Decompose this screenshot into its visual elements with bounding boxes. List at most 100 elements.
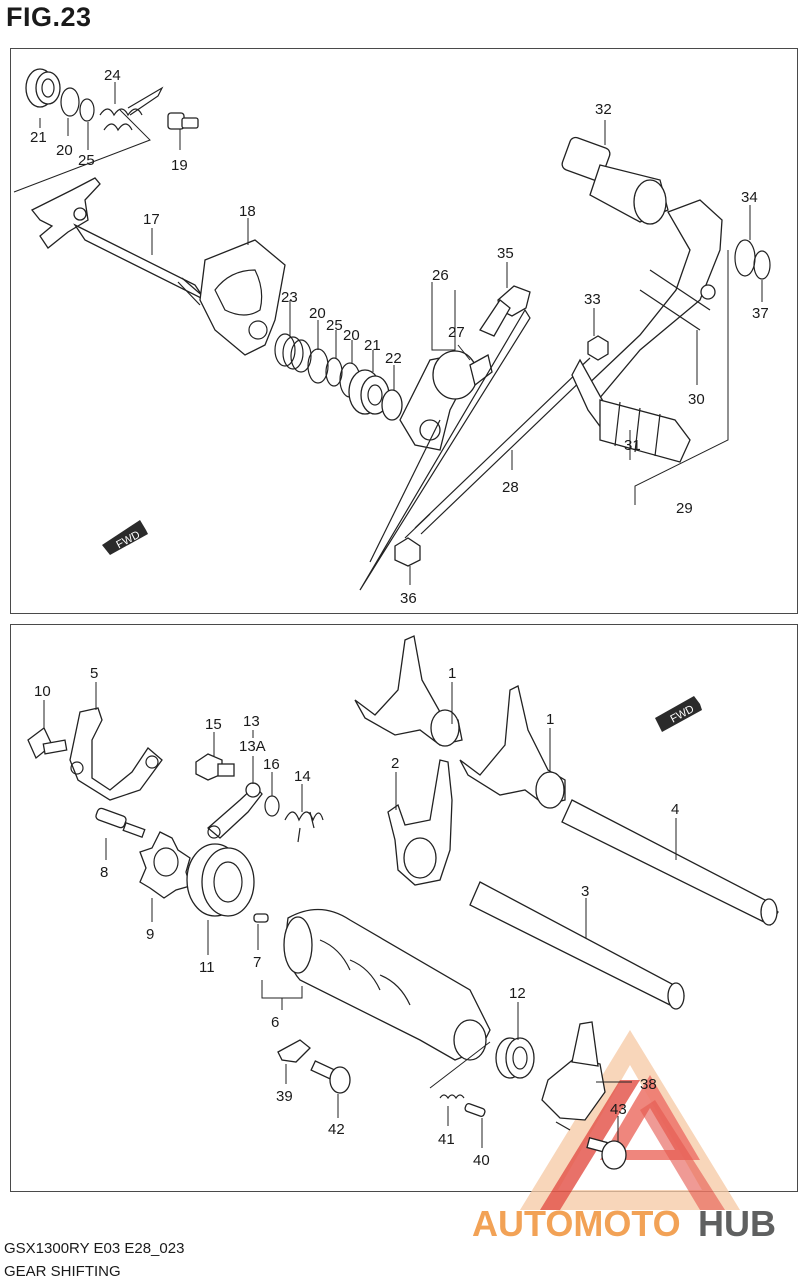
label-6: 6 bbox=[271, 1014, 279, 1031]
part-19-pin bbox=[167, 112, 199, 130]
part-15-bolt bbox=[195, 753, 235, 781]
label-40: 40 bbox=[473, 1152, 490, 1169]
part-1-shift-fork-b bbox=[459, 685, 566, 809]
part-26-shift-arm bbox=[399, 350, 493, 451]
part-38-gear-position-switch bbox=[541, 1021, 606, 1131]
part-12-bearing bbox=[495, 1037, 535, 1079]
watermark-text-part1: AUTOMOTO bbox=[472, 1203, 681, 1244]
label-23: 23 bbox=[281, 289, 298, 306]
part-35-bolt bbox=[479, 285, 531, 337]
label-35: 35 bbox=[497, 245, 514, 262]
part-14-spring bbox=[284, 811, 324, 843]
part-4-fork-shaft bbox=[561, 799, 779, 926]
part-39-clip bbox=[277, 1039, 311, 1063]
fwd-badge-label: FWD bbox=[114, 529, 142, 551]
part-6-shift-drum bbox=[283, 908, 491, 1061]
label-13A: 13A bbox=[239, 738, 266, 755]
part-25-washer bbox=[79, 98, 95, 122]
label-42: 42 bbox=[328, 1121, 345, 1138]
label-10: 10 bbox=[34, 683, 51, 700]
label-7: 7 bbox=[253, 954, 261, 971]
part-41-spring bbox=[439, 1094, 465, 1100]
label-21b: 21 bbox=[364, 337, 381, 354]
label-13: 13 bbox=[243, 713, 260, 730]
label-12: 12 bbox=[509, 985, 526, 1002]
part-20b-circlip bbox=[307, 348, 329, 384]
label-32: 32 bbox=[595, 101, 612, 118]
part-25b-washer bbox=[325, 357, 343, 387]
fwd-arrow-icon: FWD bbox=[102, 520, 148, 555]
label-21: 21 bbox=[30, 129, 47, 146]
part-20-circlip bbox=[60, 87, 80, 117]
part-32-bushing bbox=[561, 136, 669, 225]
lower-part-labels: 10 5 15 13 13A 16 14 1 1 2 4 8 9 11 7 6 … bbox=[34, 665, 679, 1169]
fwd-arrow-icon-lower: FWD bbox=[655, 696, 702, 732]
label-36: 36 bbox=[400, 590, 417, 607]
part-23-spring bbox=[274, 333, 312, 373]
label-3: 3 bbox=[581, 883, 589, 900]
model-code: GSX1300RY E03 E28_023 bbox=[4, 1240, 185, 1257]
label-31: 31 bbox=[624, 437, 641, 454]
label-15: 15 bbox=[205, 716, 222, 733]
part-42-screw bbox=[310, 1060, 351, 1094]
label-34: 34 bbox=[741, 189, 758, 206]
label-20b: 20 bbox=[309, 305, 326, 322]
part-43-screw bbox=[586, 1137, 627, 1170]
label-29: 29 bbox=[676, 500, 693, 517]
part-21-bearing bbox=[25, 68, 61, 108]
part-37-e-clip bbox=[753, 250, 771, 280]
label-28: 28 bbox=[502, 479, 519, 496]
fwd-badge-label-lower: FWD bbox=[668, 703, 696, 725]
part-11-bearing bbox=[186, 843, 255, 917]
part-2-shift-fork bbox=[387, 759, 453, 886]
label-39: 39 bbox=[276, 1088, 293, 1105]
label-22: 22 bbox=[385, 350, 402, 367]
label-25b: 25 bbox=[326, 317, 343, 334]
part-10-screw bbox=[27, 727, 68, 760]
part-31-footpeg-rubber bbox=[599, 399, 691, 463]
label-14: 14 bbox=[294, 768, 311, 785]
label-4: 4 bbox=[671, 801, 679, 818]
part-17-shift-shaft bbox=[30, 177, 207, 306]
part-18-plate bbox=[199, 239, 286, 356]
part-13-stopper-arm bbox=[206, 782, 263, 839]
part-22-oil-seal bbox=[381, 389, 403, 421]
part-7-pin bbox=[253, 913, 269, 923]
label-19: 19 bbox=[171, 157, 188, 174]
upper-part-labels: 24 21 20 25 19 17 18 23 20 25 20 21 22 2… bbox=[30, 67, 769, 607]
label-9: 9 bbox=[146, 926, 154, 943]
label-27: 27 bbox=[448, 324, 465, 341]
label-43: 43 bbox=[610, 1101, 627, 1118]
part-8-pin bbox=[95, 807, 146, 839]
label-24: 24 bbox=[104, 67, 121, 84]
watermark-wordmark: AUTOMOTO HUB bbox=[472, 1203, 776, 1244]
label-17: 17 bbox=[143, 211, 160, 228]
label-20c: 20 bbox=[343, 327, 360, 344]
label-20: 20 bbox=[56, 142, 73, 159]
label-41: 41 bbox=[438, 1131, 455, 1148]
label-8: 8 bbox=[100, 864, 108, 881]
label-33: 33 bbox=[584, 291, 601, 308]
label-11: 11 bbox=[199, 959, 215, 976]
section-title: GEAR SHIFTING bbox=[4, 1263, 121, 1280]
label-37: 37 bbox=[752, 305, 769, 322]
part-40-pin bbox=[464, 1103, 486, 1117]
watermark-text-part2: HUB bbox=[698, 1203, 776, 1244]
part-33-nut bbox=[587, 335, 609, 361]
label-18: 18 bbox=[239, 203, 256, 220]
watermark-logo bbox=[520, 1030, 740, 1210]
label-1b: 1 bbox=[546, 711, 554, 728]
upper-assembly-illustration: FWD bbox=[13, 68, 771, 591]
part-34-washer bbox=[734, 239, 756, 277]
label-2: 2 bbox=[391, 755, 399, 772]
label-26: 26 bbox=[432, 267, 449, 284]
label-30: 30 bbox=[688, 391, 705, 408]
label-16: 16 bbox=[263, 756, 280, 773]
label-5: 5 bbox=[90, 665, 98, 682]
part-9-cam-plate bbox=[139, 831, 191, 899]
part-36-nut bbox=[394, 537, 421, 567]
part-24-spring bbox=[99, 86, 164, 132]
part-16-washer bbox=[264, 795, 280, 817]
part-28-shift-rod bbox=[359, 308, 591, 591]
lower-assembly-illustration: FWD bbox=[27, 635, 779, 1170]
